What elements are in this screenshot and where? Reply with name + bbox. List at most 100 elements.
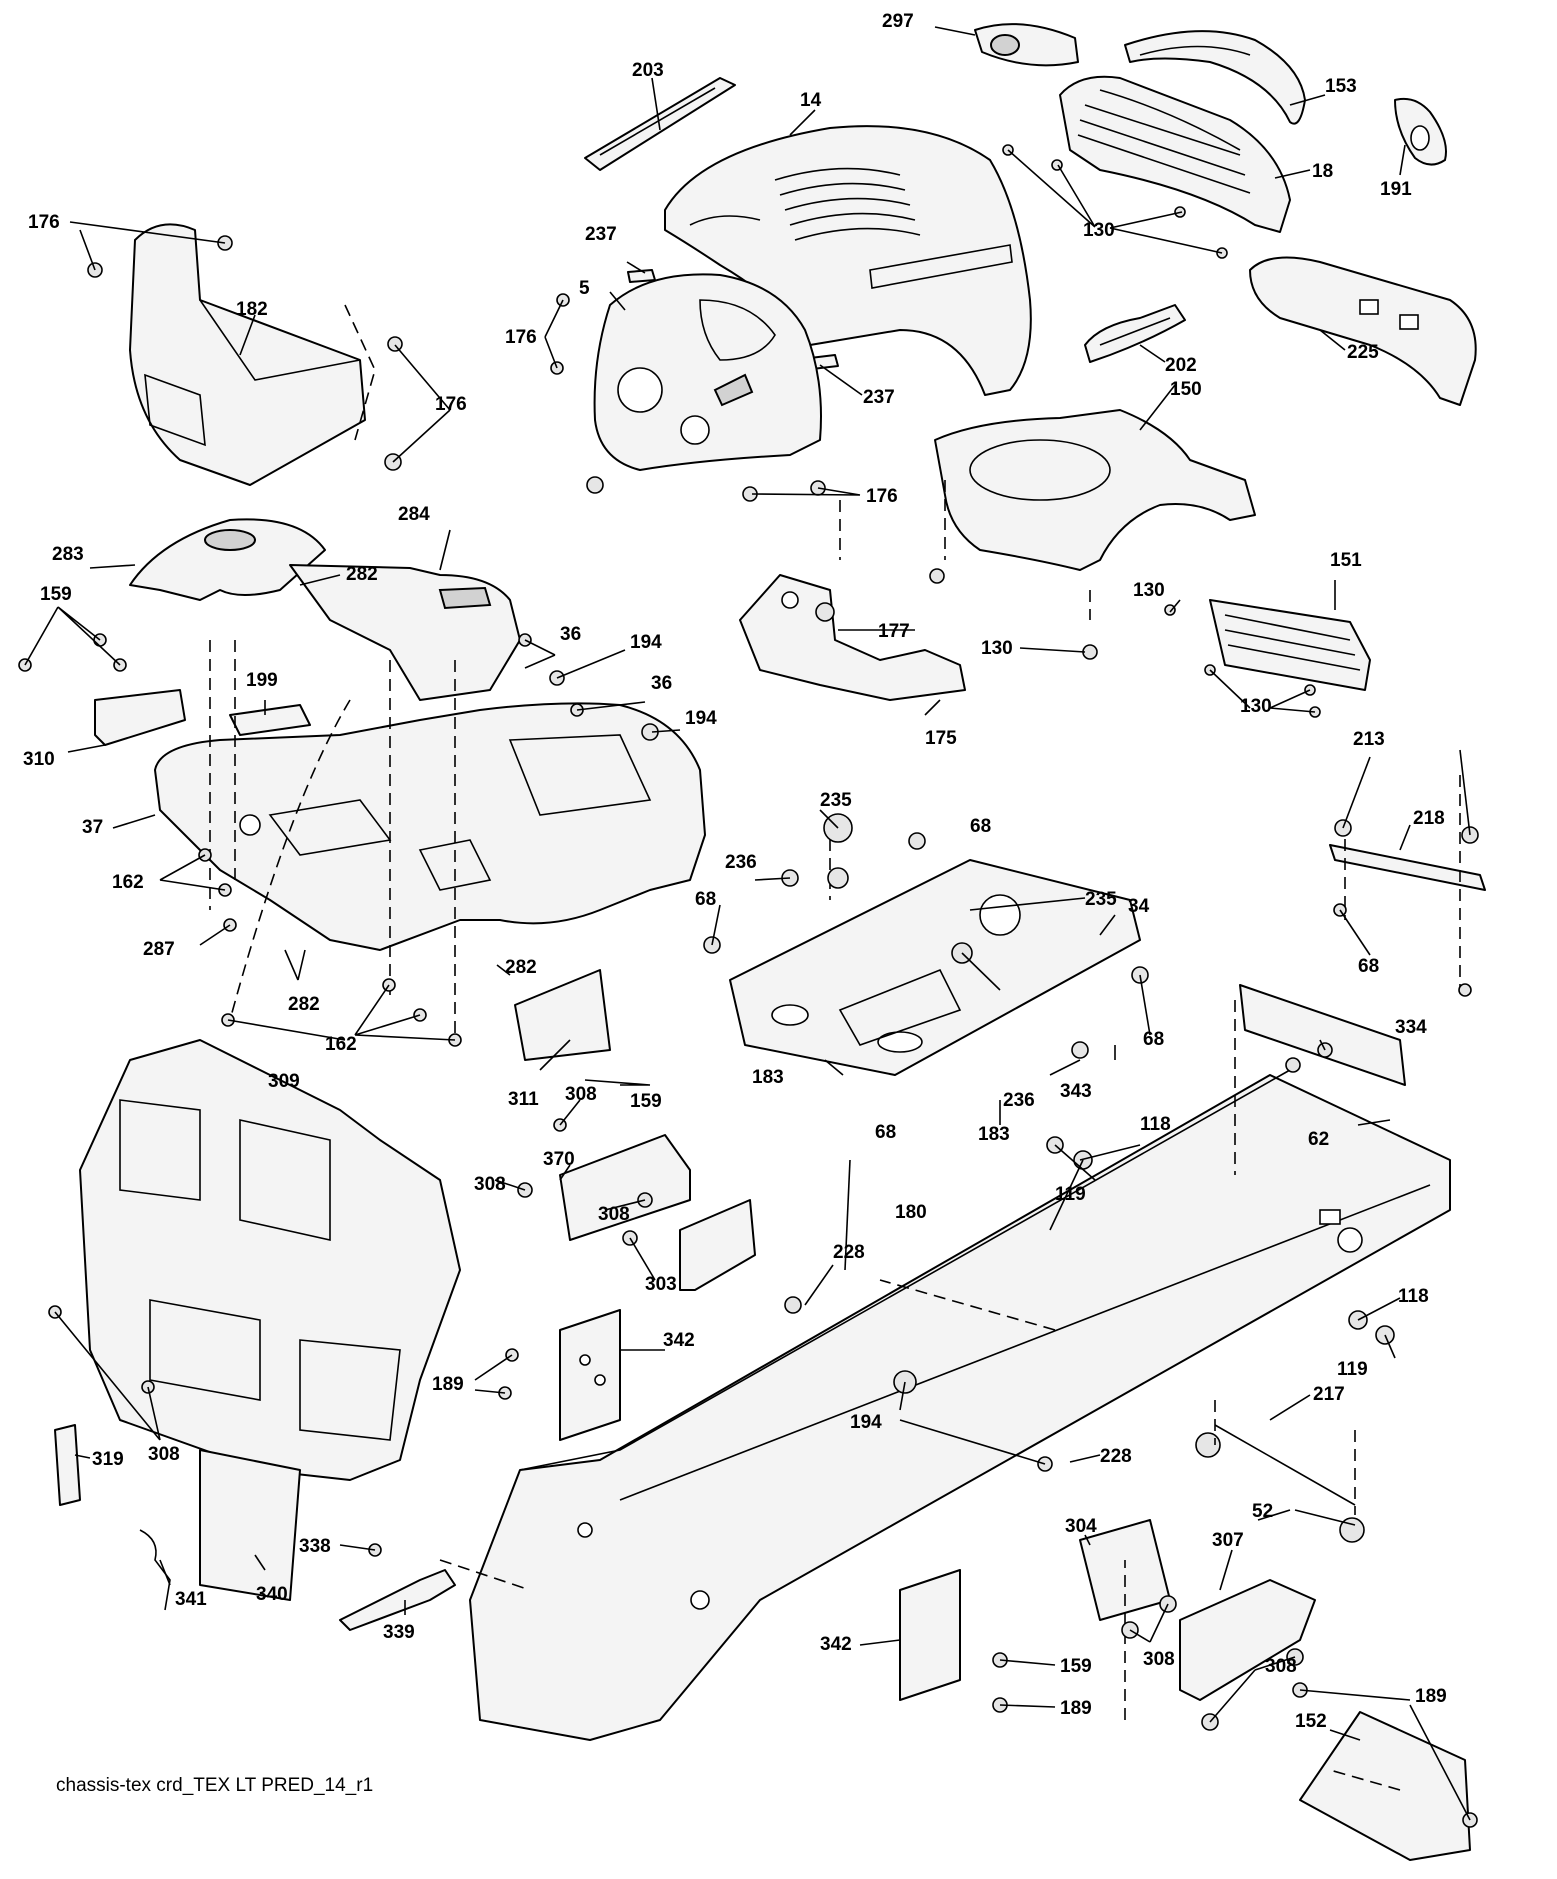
part-18-grille	[1059, 75, 1291, 233]
callout-194-upper: 194	[630, 632, 662, 653]
callout-68-top: 68	[970, 816, 991, 837]
callout-308-mid: 308	[598, 1204, 630, 1225]
callout-36-lower: 36	[651, 673, 672, 694]
part-225-front-bumper	[1249, 256, 1477, 406]
callout-68-rightbar: 68	[1358, 956, 1379, 977]
callout-183-bottom: 183	[978, 1124, 1010, 1145]
part-199-seat-plate	[229, 704, 311, 736]
callout-282-top: 282	[346, 564, 378, 585]
callout-159-mid: 159	[630, 1091, 662, 1112]
callout-68-plate-right: 68	[1143, 1029, 1164, 1050]
callout-36-upper: 36	[560, 624, 581, 645]
callout-153: 153	[1325, 76, 1357, 97]
callout-130-tray: 130	[981, 638, 1013, 659]
callout-228-bottom: 228	[1100, 1446, 1132, 1467]
callout-237-bottom: 237	[863, 387, 895, 408]
callout-176-rear-panel: 176	[28, 212, 60, 233]
callout-225: 225	[1347, 342, 1379, 363]
callout-62: 62	[1308, 1129, 1329, 1150]
callout-176-side: 176	[435, 394, 467, 415]
callout-303: 303	[645, 1274, 677, 1295]
diagram-caption: chassis-tex crd_TEX LT PRED_14_r1	[56, 1775, 374, 1796]
callout-213: 213	[1353, 729, 1385, 750]
part-52-bushing-b	[1339, 1517, 1365, 1543]
callout-194-lower: 194	[685, 708, 717, 729]
callout-304: 304	[1065, 1516, 1097, 1537]
callout-370: 370	[543, 1149, 575, 1170]
callout-311: 311	[508, 1089, 539, 1110]
callout-151: 151	[1330, 550, 1362, 571]
part-175-mount-bracket	[739, 574, 966, 701]
part-284-console	[289, 564, 521, 701]
callout-339: 339	[383, 1622, 415, 1643]
part-339-lever	[339, 1569, 456, 1631]
part-218-bar	[1329, 844, 1486, 891]
callout-338: 338	[299, 1536, 331, 1557]
callout-130-grille: 130	[1083, 220, 1115, 241]
part-311-bracket	[514, 969, 611, 1061]
callout-342-lower: 342	[820, 1634, 852, 1655]
part-191-headlight	[1394, 97, 1447, 166]
callout-334: 334	[1395, 1017, 1427, 1038]
part-52-bushing-a	[1195, 1432, 1221, 1458]
callout-130-bracket-bottom: 130	[1240, 696, 1272, 717]
callout-218: 218	[1413, 808, 1445, 829]
part-370-bracket	[559, 1134, 691, 1241]
callout-235-right: 235	[1085, 889, 1117, 910]
callout-labels: 297 153 203 14 18 191 130 176 182 237 5 …	[23, 11, 1447, 1732]
callout-182: 182	[236, 299, 268, 320]
callout-235-top: 235	[820, 790, 852, 811]
callout-68-bottom: 68	[875, 1122, 896, 1143]
part-341-spring	[139, 1529, 171, 1611]
callout-159-bottom: 159	[1060, 1656, 1092, 1677]
callout-236-top: 236	[725, 852, 757, 873]
part-307-bracket	[1179, 1579, 1316, 1701]
callout-175: 175	[925, 728, 957, 749]
callout-189-right: 189	[1415, 1686, 1447, 1707]
callout-199: 199	[246, 670, 278, 691]
callout-343: 343	[1060, 1081, 1092, 1102]
callout-282-right: 282	[505, 957, 537, 978]
callout-177: 177	[878, 621, 910, 642]
callout-287: 287	[143, 939, 175, 960]
part-152-shield	[1299, 1711, 1471, 1861]
part-319-bracket	[54, 1424, 81, 1506]
callout-130-bracket-top: 130	[1133, 580, 1165, 601]
part-237-decal-a	[627, 269, 656, 283]
callout-308-left: 308	[474, 1174, 506, 1195]
part-203-hood-strip	[584, 77, 736, 171]
callout-283: 283	[52, 544, 84, 565]
callout-340: 340	[256, 1584, 288, 1605]
callout-176-bottom: 176	[866, 486, 898, 507]
part-34-seat-plate	[729, 859, 1141, 1076]
part-153-light-trim	[1124, 30, 1306, 125]
part-217-rod	[1214, 1424, 1356, 1506]
part-182-rear-panel	[129, 223, 366, 486]
callout-159-left: 159	[40, 584, 72, 605]
part-340-plate	[199, 1449, 301, 1601]
callout-308-bottom-mid: 308	[1143, 1649, 1175, 1670]
callout-118-top: 118	[1140, 1114, 1171, 1135]
callout-14: 14	[800, 90, 822, 111]
part-342-plate-upper	[559, 1309, 621, 1441]
callout-34: 34	[1128, 896, 1150, 917]
callout-180: 180	[895, 1202, 927, 1223]
callout-18: 18	[1312, 161, 1333, 182]
part-180-chassis-frame	[469, 1069, 1451, 1741]
callout-284: 284	[398, 504, 430, 525]
callout-236-bottom: 236	[1003, 1090, 1035, 1111]
callout-189-left: 189	[432, 1374, 464, 1395]
callout-5: 5	[579, 278, 590, 299]
callout-52: 52	[1252, 1501, 1273, 1522]
callout-282-mid: 282	[288, 994, 320, 1015]
callout-152: 152	[1295, 1711, 1327, 1732]
part-297-headlight-lens	[974, 23, 1079, 67]
callout-119-bottom: 119	[1337, 1359, 1368, 1380]
part-303-bracket	[679, 1199, 756, 1291]
callout-203: 203	[632, 60, 664, 81]
part-5-dash-panel	[593, 273, 822, 471]
part-334-bracket	[1239, 984, 1406, 1086]
part-151-bracket	[1209, 599, 1371, 691]
callout-150: 150	[1170, 379, 1202, 400]
